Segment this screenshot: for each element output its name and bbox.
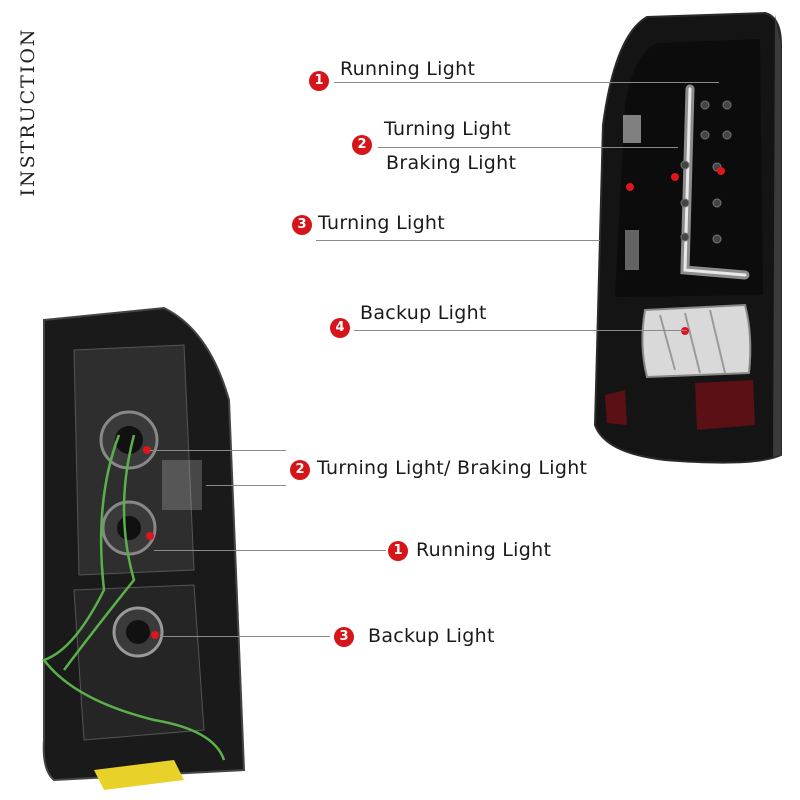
- leader-line: [160, 636, 330, 637]
- callout-badge-1: 1: [309, 71, 329, 91]
- callout-backup-light-back: Backup Light: [368, 625, 495, 647]
- callout-turning-braking-light: Turning Light/ Braking Light: [317, 457, 588, 479]
- callout-badge-2b: 2: [290, 460, 310, 480]
- leader-line: [206, 485, 286, 486]
- page-title: INSTRUCTION: [17, 27, 39, 197]
- callout-badge-1b: 1: [388, 541, 408, 561]
- callout-badge-3b: 3: [334, 627, 354, 647]
- leader-line: [150, 450, 286, 451]
- callout-running-light: Running Light: [340, 58, 476, 80]
- callout-braking-light: Braking Light: [386, 152, 517, 174]
- callout-turning-light: Turning Light: [384, 118, 512, 140]
- callout-badge-2: 2: [352, 135, 372, 155]
- leader-line: [378, 147, 678, 148]
- callout-running-light-back: Running Light: [416, 539, 552, 561]
- leader-line: [154, 550, 386, 551]
- callout-badge-4: 4: [330, 318, 350, 338]
- tail-light-back-illustration: [41, 306, 246, 790]
- callout-badge-3: 3: [292, 215, 312, 235]
- leader-line: [354, 330, 687, 331]
- leader-line: [316, 240, 600, 241]
- callout-turning-light-side: Turning Light: [318, 212, 446, 234]
- tail-light-front-illustration: [593, 11, 782, 464]
- callout-backup-light: Backup Light: [360, 302, 487, 324]
- leader-line: [334, 82, 719, 83]
